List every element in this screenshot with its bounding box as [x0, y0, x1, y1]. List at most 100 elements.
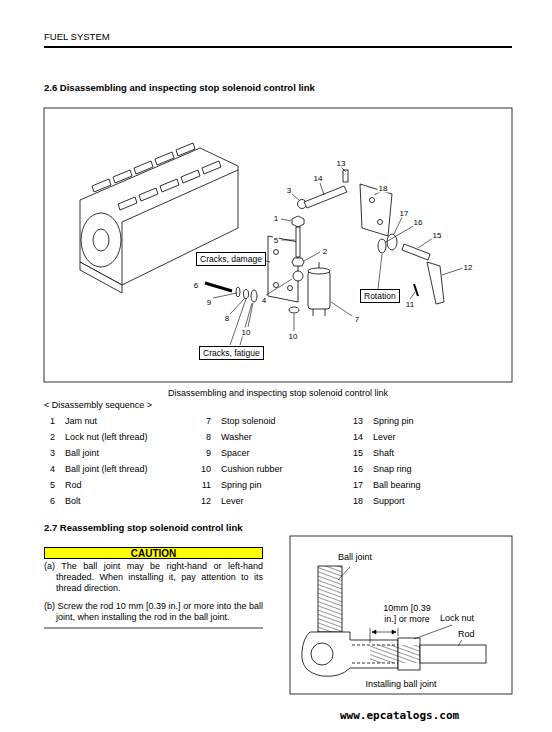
drawing-stroke — [414, 625, 452, 639]
sequence-number: 11 — [199, 480, 211, 491]
callout-number: 16 — [413, 218, 424, 227]
spring-pin — [414, 284, 418, 296]
figure-caption: Installing ball joint — [365, 679, 436, 690]
drawing-stroke — [292, 194, 299, 200]
part-name: Ball joint (left thread) — [65, 464, 148, 475]
drawing-stroke — [325, 309, 326, 316]
drawing-stroke — [410, 292, 415, 299]
drawing-stroke — [378, 220, 383, 225]
drawing-stroke — [320, 183, 324, 195]
drawing-stroke — [294, 314, 295, 331]
drawing-stroke — [308, 268, 330, 274]
callout-number: 15 — [432, 231, 443, 240]
drawing-stroke — [213, 293, 237, 298]
callout-number: 7 — [354, 315, 360, 324]
callout-number: 11 — [405, 300, 415, 309]
drawing-stroke — [281, 219, 291, 221]
sequence-number: 14 — [351, 432, 363, 443]
sequence-number: 16 — [351, 464, 363, 475]
snap-ring — [378, 239, 386, 253]
drawing-stroke — [266, 279, 292, 295]
callout-number: 2 — [322, 247, 328, 256]
part-name: Lever — [221, 496, 244, 507]
drawing-stroke — [458, 640, 462, 646]
part-name: Jam nut — [65, 416, 97, 427]
node-text: Rotation — [364, 291, 396, 301]
drawing-stroke — [378, 254, 382, 289]
dimension-label: 10mm [0.39 in.] or more — [379, 603, 435, 625]
drawing-stroke — [394, 217, 402, 234]
callout-number: 9 — [206, 298, 212, 307]
drawing-stroke — [318, 566, 342, 632]
part-name: Spring pin — [221, 480, 262, 491]
lock-nut — [292, 258, 304, 266]
sequence-number: 12 — [199, 496, 211, 507]
jam-nut — [292, 216, 304, 227]
cylinder-head — [155, 152, 174, 165]
callout-number: 18 — [378, 184, 389, 193]
support — [360, 184, 392, 236]
stop-solenoid — [308, 271, 330, 309]
part-name: Snap ring — [373, 464, 412, 475]
drawing-stroke — [81, 213, 121, 267]
drawing-stroke — [122, 170, 238, 222]
cylinder-head — [118, 197, 137, 210]
part-name: Ball joint — [65, 448, 99, 459]
figure-frame — [44, 108, 512, 382]
caution-band: CAUTION — [44, 547, 263, 559]
drawing-stroke — [370, 628, 371, 643]
node-text: CAUTION — [45, 548, 262, 559]
shaft — [402, 244, 430, 260]
drawing-stroke — [313, 309, 314, 316]
note-box: Cracks, fatigue — [199, 346, 264, 360]
drawing-stroke — [230, 299, 246, 345]
part-name: Spacer — [221, 448, 250, 459]
callout-number: 3 — [286, 186, 292, 195]
rod — [296, 227, 300, 257]
drawing-stroke — [122, 222, 123, 285]
section-heading: 2.7 Reassembling stop solenoid control l… — [44, 522, 242, 533]
sequence-number: 18 — [351, 496, 363, 507]
header-rule — [44, 46, 512, 48]
callout-number: 14 — [313, 174, 324, 183]
spacer — [244, 290, 249, 299]
drawing-stroke — [240, 303, 252, 345]
sequence-number: 3 — [43, 448, 55, 459]
drawing-stroke — [230, 298, 245, 314]
engine-drawing — [80, 143, 238, 293]
callout-number: 5 — [273, 236, 279, 245]
caution-note: (b) Screw the rod 10 mm [0.39 in.] or mo… — [44, 601, 263, 623]
part-name: Lever — [373, 432, 396, 443]
drawing-stroke — [341, 167, 346, 172]
drawing-stroke — [331, 302, 352, 316]
sequence-number: 6 — [43, 496, 55, 507]
cylinder-head — [113, 170, 132, 183]
sequence-number: 1 — [43, 416, 55, 427]
rod — [420, 645, 486, 663]
cylinder-head — [160, 179, 179, 192]
drawing-stroke — [418, 238, 433, 248]
drawing-stroke — [274, 283, 279, 288]
node-text: Cracks, damage — [200, 254, 262, 264]
lever — [304, 186, 347, 208]
part-label: Rod — [458, 629, 475, 640]
sequence-number: 13 — [351, 416, 363, 427]
callout-number: 10 — [288, 332, 299, 341]
drawing-stroke — [304, 252, 320, 261]
sequence-number: 17 — [351, 480, 363, 491]
cylinder-head — [176, 143, 195, 156]
cylinder-head — [139, 188, 158, 201]
lever — [427, 262, 444, 304]
drawing-stroke — [386, 225, 415, 242]
callout-number: 8 — [224, 314, 230, 323]
callout-number: 17 — [399, 209, 410, 218]
drawing-stroke — [93, 229, 109, 251]
part-name: Stop solenoid — [221, 416, 276, 427]
caution-note: (a) The ball joint may be right-hand or … — [44, 561, 263, 594]
drawing-stroke — [311, 643, 333, 665]
sequence-number: 15 — [351, 448, 363, 459]
drawing-stroke — [442, 268, 463, 275]
sequence-number: 8 — [199, 432, 211, 443]
part-name: Support — [373, 496, 405, 507]
